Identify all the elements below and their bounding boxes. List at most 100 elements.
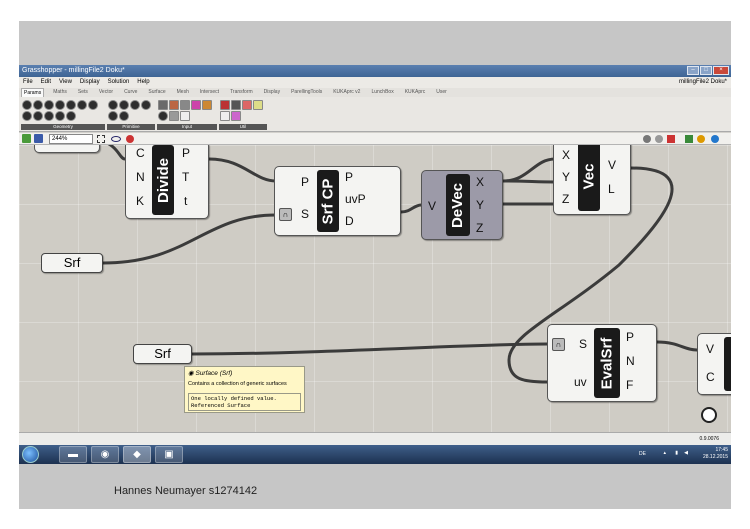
point-param-icon[interactable] <box>55 111 65 121</box>
tab-maths[interactable]: Maths <box>53 89 67 95</box>
menu-file[interactable]: File <box>23 79 33 85</box>
devec-input-v[interactable]: V <box>428 199 437 213</box>
partial-input-v[interactable]: V <box>706 342 715 356</box>
surface-param-2[interactable]: Srf <box>133 344 192 364</box>
geometry-param-icon[interactable] <box>88 100 98 110</box>
evalsrf-output-n[interactable]: N <box>626 354 635 368</box>
vector-xyz-component[interactable]: X Y Z Vec V L <box>553 145 631 215</box>
tab-mesh[interactable]: Mesh <box>176 89 189 95</box>
canvas[interactable]: C N K Divide P T t P ∩ S Srf CP P uvP D … <box>19 145 731 432</box>
cherry-picker-icon[interactable] <box>220 100 230 110</box>
tab-params[interactable]: Params <box>21 88 45 97</box>
vec-output-v[interactable]: V <box>608 158 617 172</box>
line-param-icon[interactable] <box>22 111 32 121</box>
tab-intersect[interactable]: Intersect <box>199 89 220 95</box>
plane-param-icon[interactable] <box>44 111 54 121</box>
curve-param-icon[interactable] <box>66 100 76 110</box>
menu-edit[interactable]: Edit <box>40 79 52 85</box>
eye-icon[interactable] <box>111 136 121 142</box>
vec-input-y[interactable]: Y <box>562 170 571 184</box>
partial-component-top[interactable] <box>34 145 100 153</box>
taskbar-firefox-icon[interactable]: ◉ <box>91 446 119 463</box>
devec-output-y[interactable]: Y <box>476 198 485 212</box>
tab-sets[interactable]: Sets <box>77 89 88 95</box>
menu-help[interactable]: Help <box>137 79 150 85</box>
srfcp-input-s[interactable]: S <box>301 207 310 221</box>
jump-icon[interactable] <box>242 100 252 110</box>
tab-kukaprc-v2[interactable]: KUKAprc v2 <box>333 89 361 95</box>
taskbar-grasshopper-icon[interactable]: ▣ <box>155 446 183 463</box>
evalsrf-input-s[interactable]: S <box>579 337 588 351</box>
menu-display[interactable]: Display <box>79 79 100 85</box>
knob-icon[interactable] <box>158 111 168 121</box>
devec-output-x[interactable]: X <box>476 175 485 189</box>
box-param-icon[interactable] <box>22 100 32 110</box>
volume-icon[interactable]: ◀ <box>684 450 688 456</box>
devec-output-z[interactable]: Z <box>476 221 484 235</box>
number-param-icon[interactable] <box>108 111 118 121</box>
value-list-icon[interactable] <box>169 111 179 121</box>
gradient-icon[interactable] <box>180 111 190 121</box>
surface-param-1[interactable]: Srf <box>41 253 103 273</box>
surface-closest-point-component[interactable]: P ∩ S Srf CP P uvP D <box>274 166 401 236</box>
close-button[interactable]: × <box>713 66 729 75</box>
hint-icon[interactable] <box>253 100 263 110</box>
vec-output-l[interactable]: L <box>608 182 615 196</box>
srfcp-output-p[interactable]: P <box>345 170 354 184</box>
maximize-button[interactable]: □ <box>700 66 712 75</box>
window-titlebar[interactable]: Grasshopper - millingFile2 Doku* – □ × <box>19 65 731 77</box>
divide-input-k[interactable]: K <box>136 194 145 208</box>
divide-output-t[interactable]: T <box>182 170 190 184</box>
tab-kukaprc[interactable]: KUKAprc <box>404 89 426 95</box>
divide-input-n[interactable]: N <box>136 170 145 184</box>
circle-param-icon[interactable] <box>44 100 54 110</box>
taskbar-rhino-icon[interactable]: ◆ <box>123 446 151 463</box>
srfcp-output-d[interactable]: D <box>345 214 354 228</box>
swatch-icon[interactable] <box>191 100 201 110</box>
tab-curve[interactable]: Curve <box>124 89 138 95</box>
partial-input-c[interactable]: C <box>706 370 715 384</box>
navigation-dial-icon[interactable] <box>701 407 717 423</box>
preview-wire-icon[interactable] <box>655 135 663 143</box>
text-param-icon[interactable] <box>119 111 129 121</box>
field-param-icon[interactable] <box>77 100 87 110</box>
reparameterize-icon[interactable]: ∩ <box>279 208 292 221</box>
minimize-button[interactable]: – <box>687 66 699 75</box>
zoom-dropdown[interactable]: 244% <box>49 134 93 144</box>
partial-component-right[interactable]: V C <box>697 333 731 395</box>
preview-shaded-icon[interactable] <box>667 135 675 143</box>
evaluate-surface-component[interactable]: ∩ S uv EvalSrf P N F <box>547 324 657 402</box>
vec-input-x[interactable]: X <box>562 148 571 162</box>
integer-param-icon[interactable] <box>141 100 151 110</box>
tab-surface[interactable]: Surface <box>148 89 166 95</box>
panel-icon[interactable] <box>158 100 168 110</box>
divide-component[interactable]: C N K Divide P T t <box>125 145 209 219</box>
tab-user[interactable]: User <box>436 89 447 95</box>
relay-arrow-icon[interactable] <box>231 100 241 110</box>
language-indicator[interactable]: DE <box>639 451 646 457</box>
brep-param-icon[interactable] <box>33 100 43 110</box>
tab-parellingtools[interactable]: ParellingTools <box>291 89 323 95</box>
divide-input-c[interactable]: C <box>136 146 145 160</box>
drop-util-icon[interactable] <box>231 111 241 121</box>
divide-output-t-lower[interactable]: t <box>184 194 188 208</box>
deconstruct-vector-component[interactable]: V DeVec X Y Z <box>421 170 503 240</box>
open-file-icon[interactable] <box>22 134 31 143</box>
srfcp-input-p[interactable]: P <box>301 175 310 189</box>
slider-icon[interactable] <box>169 100 179 110</box>
globe-icon[interactable] <box>711 135 719 143</box>
document-preview-icon[interactable] <box>697 135 705 143</box>
start-button[interactable] <box>22 446 39 463</box>
complex-param-icon[interactable] <box>130 100 140 110</box>
button-input-icon[interactable] <box>202 100 212 110</box>
network-icon[interactable]: ▮ <box>675 450 678 456</box>
mesh-param-icon[interactable] <box>33 111 43 121</box>
tab-lunchbox[interactable]: LunchBox <box>371 89 394 95</box>
tab-transform[interactable]: Transform <box>230 89 253 95</box>
menu-view[interactable]: View <box>59 79 72 85</box>
save-file-icon[interactable] <box>34 134 43 143</box>
arc-param-icon[interactable] <box>55 100 65 110</box>
clock[interactable]: 17:45 28.12.2015 <box>703 447 728 461</box>
divide-output-p[interactable]: P <box>182 146 191 160</box>
surface-param-icon[interactable] <box>66 111 76 121</box>
